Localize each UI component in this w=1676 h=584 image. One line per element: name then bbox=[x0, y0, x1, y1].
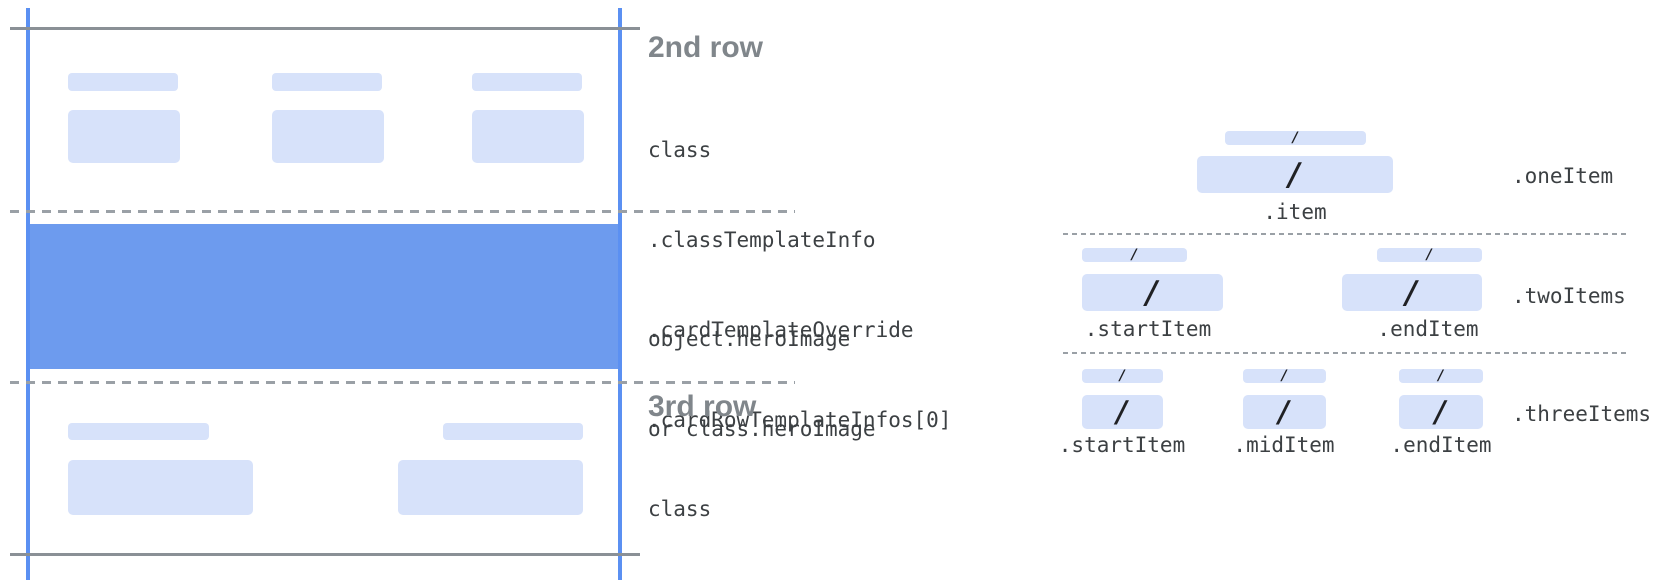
third-row-start-title-placeholder bbox=[68, 423, 209, 440]
two-items-end-label: .endItem bbox=[1377, 317, 1479, 341]
three-items-start-body-placeholder: / bbox=[1082, 395, 1163, 429]
two-items-start-label: .startItem bbox=[1084, 317, 1212, 341]
one-item-section-label: .oneItem bbox=[1512, 164, 1614, 188]
third-row-end-body-placeholder bbox=[398, 460, 583, 515]
two-items-start-title-placeholder: / bbox=[1082, 248, 1187, 262]
code-line: class bbox=[648, 138, 712, 162]
one-item-title-placeholder: / bbox=[1225, 131, 1366, 145]
one-item-body-placeholder: / bbox=[1197, 156, 1393, 193]
items-divider-dashed-lower bbox=[1063, 352, 1630, 354]
two-items-end-body-placeholder: / bbox=[1342, 274, 1482, 311]
three-items-mid-body-placeholder: / bbox=[1243, 395, 1326, 429]
two-items-section-label: .twoItems bbox=[1512, 284, 1626, 308]
second-row-col3-title-placeholder bbox=[472, 73, 582, 91]
three-items-mid-title-placeholder: / bbox=[1243, 369, 1326, 383]
three-items-mid-label: .midItem bbox=[1233, 433, 1335, 457]
third-row-end-title-placeholder bbox=[443, 423, 583, 440]
card-right-edge-guide bbox=[618, 8, 622, 580]
second-row-code-block: class .classTemplateInfo .cardTemplateOv… bbox=[648, 75, 951, 495]
code-line: class bbox=[648, 497, 712, 521]
three-items-end-title-placeholder: / bbox=[1399, 369, 1483, 383]
code-line: object.heroImage bbox=[648, 327, 851, 351]
code-line: or class.heroImage bbox=[648, 417, 876, 441]
code-line: .cardTemplateOverride bbox=[648, 318, 914, 342]
card-top-boundary-line bbox=[10, 27, 640, 30]
card-left-edge-guide bbox=[26, 8, 30, 580]
three-items-end-label: .endItem bbox=[1390, 433, 1492, 457]
second-row-col2-body-placeholder bbox=[272, 110, 384, 163]
three-items-end-body-placeholder: / bbox=[1399, 395, 1483, 429]
three-items-start-label: .startItem bbox=[1058, 433, 1186, 457]
hero-image-code-block: object.heroImage or class.heroImage bbox=[648, 264, 876, 504]
three-items-start-title-placeholder: / bbox=[1082, 369, 1163, 383]
second-row-col3-body-placeholder bbox=[472, 110, 584, 163]
third-row-start-body-placeholder bbox=[68, 460, 253, 515]
one-item-item-label: .item bbox=[1263, 200, 1327, 224]
three-items-section-label: .threeItems bbox=[1512, 402, 1652, 426]
two-items-end-title-placeholder: / bbox=[1377, 248, 1482, 262]
hero-image-placeholder bbox=[30, 224, 618, 369]
second-row-heading: 2nd row bbox=[648, 31, 764, 64]
code-line: .classTemplateInfo bbox=[648, 228, 876, 252]
row-divider-dashed-lower bbox=[10, 381, 795, 384]
card-bottom-boundary-line bbox=[10, 553, 640, 556]
second-row-col1-body-placeholder bbox=[68, 110, 180, 163]
second-row-col1-title-placeholder bbox=[68, 73, 178, 91]
row-divider-dashed-upper bbox=[10, 210, 795, 213]
items-divider-dashed-upper bbox=[1063, 233, 1630, 235]
third-row-code-block: class .classTemplateInfo .cardTemplateOv… bbox=[648, 434, 951, 584]
third-row-heading: 3rd row bbox=[648, 390, 757, 423]
second-row-col2-title-placeholder bbox=[272, 73, 382, 91]
two-items-start-body-placeholder: / bbox=[1082, 274, 1223, 311]
code-line: .cardRowTemplateInfos[0] bbox=[648, 408, 952, 432]
